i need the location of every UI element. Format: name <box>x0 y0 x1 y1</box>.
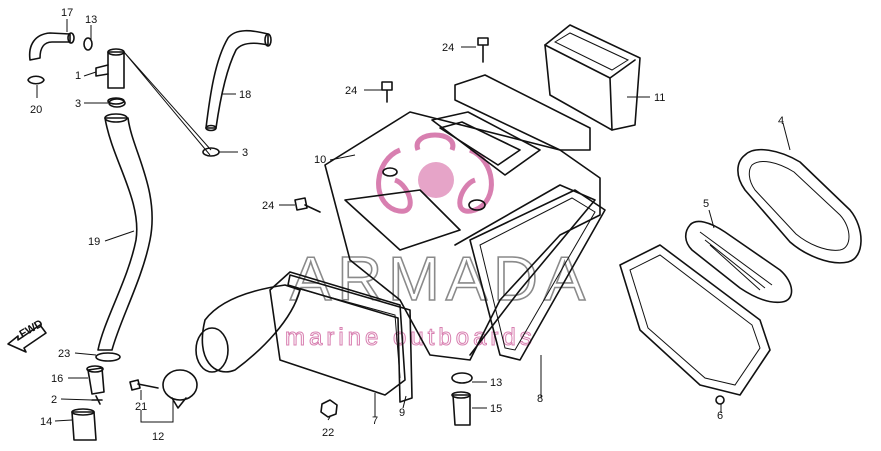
gasket-9 <box>287 274 413 403</box>
callout-13: 13 <box>490 377 502 389</box>
hose-elbow-17 <box>28 32 75 61</box>
cover-6 <box>619 244 771 405</box>
callout-17: 17 <box>61 7 73 19</box>
screen-5 <box>684 220 793 304</box>
callout-13: 13 <box>85 14 97 26</box>
callout-8: 8 <box>537 393 543 405</box>
drain-plug-16 <box>86 365 105 395</box>
callout-3: 3 <box>75 98 81 110</box>
clamp-23 <box>95 352 121 362</box>
clip-20 <box>27 75 45 85</box>
fwd-indicator: FWD <box>7 318 47 353</box>
drain-tube-19 <box>97 113 153 351</box>
clip-2 <box>91 395 103 405</box>
gasket-8 <box>469 189 606 361</box>
bolt-24b <box>381 81 393 103</box>
callout-18: 18 <box>239 89 251 101</box>
callout-24: 24 <box>262 200 274 212</box>
bolt-24c <box>294 197 321 213</box>
breather-fitting-1 <box>95 48 125 105</box>
callout-24: 24 <box>345 85 357 97</box>
callout-23: 23 <box>58 348 70 360</box>
callout-7: 7 <box>372 415 378 427</box>
bolt-24a <box>477 37 489 63</box>
callout-16: 16 <box>51 373 63 385</box>
snorkel-11 <box>544 24 641 131</box>
callout-1: 1 <box>75 70 81 82</box>
clip-3a <box>108 98 126 108</box>
callout-9: 9 <box>399 407 405 419</box>
nut-22 <box>320 399 338 418</box>
cap-15 <box>451 391 471 426</box>
callout-12: 12 <box>152 431 164 443</box>
callout-24: 24 <box>442 42 454 54</box>
callout-11: 11 <box>654 92 665 104</box>
callout-3: 3 <box>242 147 248 159</box>
watermark-title: ARMADA <box>290 245 591 314</box>
callout-6: 6 <box>717 410 723 422</box>
callout-5: 5 <box>703 198 709 210</box>
callout-2: 2 <box>51 394 57 406</box>
hose-18 <box>205 29 272 132</box>
clamp-13 <box>83 37 93 51</box>
leader-lines <box>36 19 791 423</box>
callout-19: 19 <box>88 236 100 248</box>
callout-15: 15 <box>490 403 502 415</box>
element-4 <box>737 148 862 264</box>
callout-14: 14 <box>40 416 52 428</box>
leader-lines-fitting <box>123 51 212 156</box>
air-cleaner-case-10 <box>324 74 601 361</box>
cap-14 <box>71 408 97 441</box>
callouts: 17 13 1 20 3 18 3 24 24 24 11 10 4 5 19 … <box>30 7 784 443</box>
watermark-logo: ARMADA marine outboards <box>285 132 591 352</box>
callout-22: 22 <box>322 427 334 439</box>
callout-21: 21 <box>135 401 147 413</box>
callout-10: 10 <box>314 154 326 166</box>
callout-4: 4 <box>778 115 784 127</box>
callout-20: 20 <box>30 104 42 116</box>
clamp-12 <box>162 369 198 409</box>
clamp-13b <box>451 372 473 384</box>
screw-21 <box>129 379 159 391</box>
